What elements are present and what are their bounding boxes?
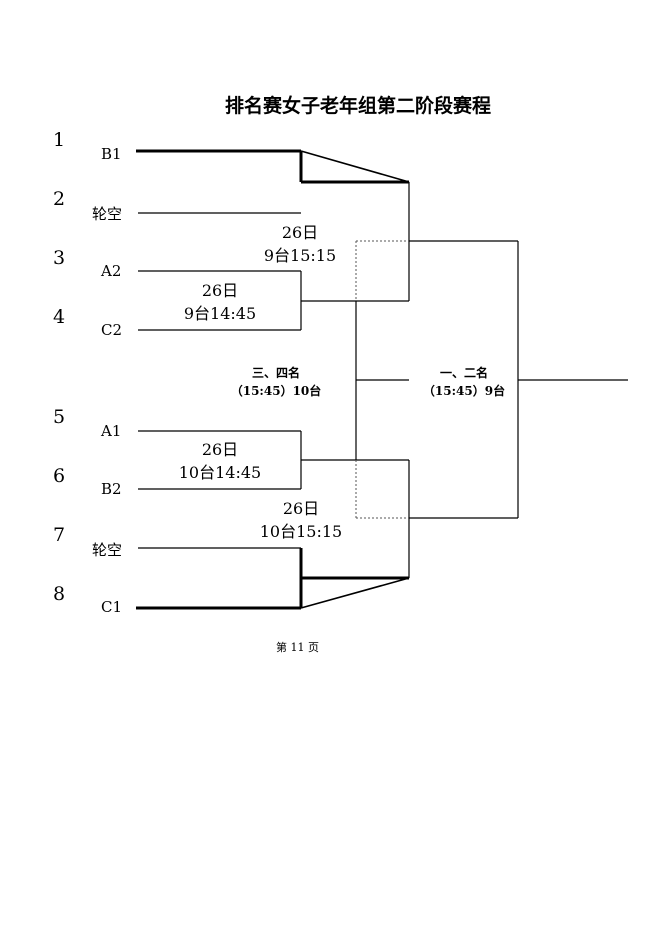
team-label: 轮空 <box>92 541 123 559</box>
seed-number: 4 <box>53 306 66 328</box>
match-date: 26日 <box>201 440 239 459</box>
bracket-connectors <box>136 149 628 610</box>
first-second-match: 一、二名 （15:45）9台 <box>416 364 512 400</box>
placement-time: （15:45）9台 <box>422 384 506 398</box>
match-date: 26日 <box>201 281 239 300</box>
team-label: A1 <box>101 422 122 440</box>
placement-time: （15:45）10台 <box>230 384 322 398</box>
bracket-line <box>300 150 410 183</box>
team-label: B2 <box>101 480 122 498</box>
team-label: 轮空 <box>92 205 123 223</box>
team-label: A2 <box>101 262 122 280</box>
page-footer: 第 11 页 <box>276 641 319 654</box>
seed-number: 3 <box>53 247 66 269</box>
seed-number: 1 <box>53 129 66 151</box>
match-date: 26日 <box>281 223 319 242</box>
match-time: 10台15:15 <box>259 522 343 541</box>
team-label: C1 <box>101 598 123 616</box>
seed-number: 2 <box>53 188 66 210</box>
seed-number: 8 <box>53 583 66 605</box>
placement-name: 三、四名 <box>251 366 300 380</box>
match-time: 9台14:45 <box>183 304 257 323</box>
third-fourth-match: 三、四名 （15:45）10台 <box>226 364 326 400</box>
placement-name: 一、二名 <box>439 366 488 380</box>
match-schedule: 26日 9台15:15 <box>248 221 352 267</box>
match-schedule: 26日 10台15:15 <box>246 497 356 543</box>
team-label: B1 <box>101 145 122 163</box>
match-time: 10台14:45 <box>178 463 262 482</box>
team-label: C2 <box>101 321 123 339</box>
seed-number: 7 <box>53 524 66 546</box>
match-schedule: 26日 10台14:45 <box>166 438 274 484</box>
match-schedule: 26日 9台14:45 <box>170 279 270 325</box>
seed-number: 5 <box>53 406 66 428</box>
match-time: 9台15:15 <box>263 246 337 265</box>
seed-number: 6 <box>53 465 66 487</box>
page-title: 排名赛女子老年组第二阶段赛程 <box>224 95 491 117</box>
match-date: 26日 <box>282 499 320 518</box>
bracket-line <box>300 577 410 609</box>
